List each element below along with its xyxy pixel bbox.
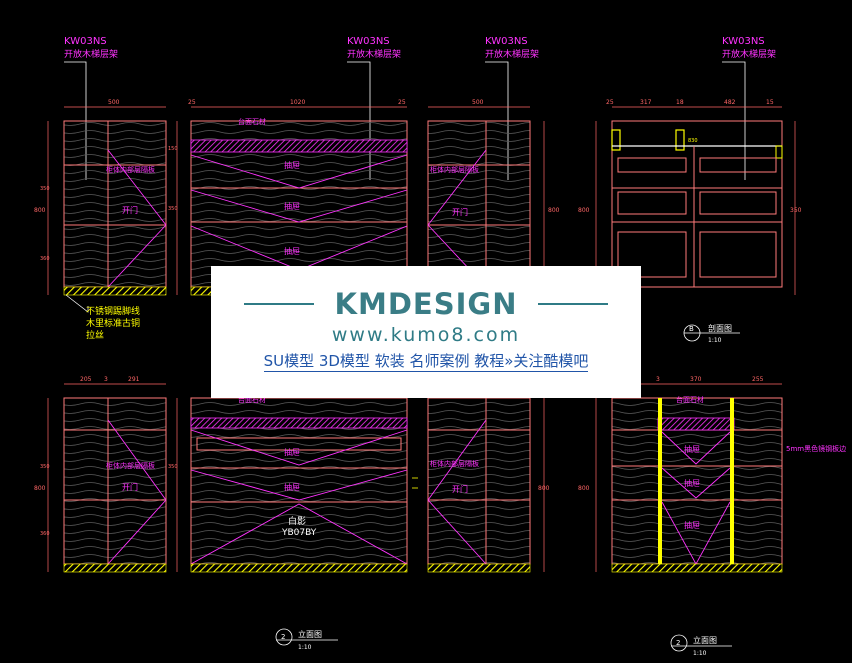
label-drawer-2: 抽屉 <box>684 478 700 488</box>
dim-291: 291 <box>128 376 140 383</box>
label-stone-top: 台面石材 <box>238 117 266 126</box>
label-drawer-1: 抽屉 <box>284 160 300 170</box>
elevation-title-right: 2 立面图 1:10 <box>670 634 732 657</box>
callout-code: KW03NS <box>485 36 528 47</box>
label-door: 开门 <box>122 482 138 492</box>
label-stone-top: 台面石材 <box>676 395 704 404</box>
top-elevation-left-cabinet: 柜体内部层隔板 开门 500 800 350 360 不锈钢踢脚线 木里标准古铜… <box>34 99 167 341</box>
dim-right: 25 <box>398 99 406 106</box>
dim-15: 15 <box>766 99 774 106</box>
dim-482: 482 <box>724 99 736 106</box>
dim-205: 205 <box>80 376 92 383</box>
dim-height: 800 <box>538 485 550 492</box>
note-skirting-1: 不锈钢踢脚线 <box>86 305 140 317</box>
watermark-tagline-text: SU模型 3D模型 软装 名师案例 教程»关注酷模吧 <box>263 352 589 372</box>
bottom-elevation-left-cabinet: 柜体内部层隔板 开门 205 3 291 800 350 360 <box>34 376 167 573</box>
dim-3: 3 <box>104 376 108 383</box>
watermark-banner: KMDESIGN www.kumo8.com SU模型 3D模型 软装 名师案例… <box>211 266 641 398</box>
top-elevation-right-cabinet: 柜体内部层隔板 开门 500 800 <box>427 99 560 295</box>
dim-317: 317 <box>640 99 652 106</box>
dim-height: 800 <box>34 207 46 214</box>
callout-top-4: KW03NS 开放木梯层架 <box>722 36 776 180</box>
dim-height: 800 <box>578 485 590 492</box>
dim-width: 500 <box>108 99 120 106</box>
dim-255: 255 <box>752 376 764 383</box>
label-drawer-2: 抽屉 <box>284 201 300 211</box>
elevation-title-left: 2 立面图 1:10 <box>275 628 338 651</box>
dim-mid: 350 <box>790 207 802 214</box>
label-drawer-1: 抽屉 <box>284 447 300 457</box>
dim-low: 360 <box>40 531 50 537</box>
dim-25: 25 <box>606 99 614 106</box>
label-inner-shelf: 柜体内部层隔板 <box>430 459 479 468</box>
label-drawer-3: 抽屉 <box>684 520 700 530</box>
callout-name: 开放木梯层架 <box>347 48 401 60</box>
dim-top: 150 <box>168 146 178 152</box>
paint-code: YB07BY <box>281 528 317 538</box>
label-door: 开门 <box>452 207 468 217</box>
note-skirting-2: 木里标准古铜 <box>86 317 140 329</box>
elev-right-number: 2 <box>676 639 680 647</box>
watermark-logo-row: KMDESIGN <box>211 286 641 322</box>
label-inner-shelf: 柜体内部层隔板 <box>106 165 155 174</box>
label-door: 开门 <box>452 484 468 494</box>
elev-right-scale: 1:10 <box>693 650 707 657</box>
section-b-drawing: 830 25 317 18 482 15 800 350 B 剖面图 1:10 <box>578 99 802 344</box>
dim-3: 3 <box>656 376 660 383</box>
callout-code: KW03NS <box>722 36 765 47</box>
watermark-logo: KMDESIGN <box>334 287 518 321</box>
section-b-number: B <box>689 325 694 333</box>
dim-width: 1020 <box>290 99 305 106</box>
top-elevation-drawer-cabinet: 台面石材 抽屉 抽屉 抽屉 1020 25 25 150 350 <box>168 99 408 296</box>
label-drawer-1: 抽屉 <box>684 444 700 454</box>
label-door: 开门 <box>122 205 138 215</box>
elev-left-title: 立面图 <box>298 629 322 639</box>
watermark-rule-left <box>244 303 314 305</box>
dim-low: 360 <box>40 256 50 262</box>
dim-height: 800 <box>578 207 590 214</box>
bottom-elevation-mirror-cabinet: 台面石材 抽屉 抽屉 抽屉 5mm黑色镜钢板边 3 370 255 800 <box>578 376 846 573</box>
note-skirting-3: 拉丝 <box>86 329 104 341</box>
watermark-rule-right <box>538 303 608 305</box>
label-stone-top: 台面石材 <box>238 395 266 404</box>
dim-mid: 350 <box>40 186 50 192</box>
label-drawer-2: 抽屉 <box>284 482 300 492</box>
watermark-url: www.kumo8.com <box>331 324 521 346</box>
dim-mid: 350 <box>168 206 178 212</box>
dim-370: 370 <box>690 376 702 383</box>
dim-mid: 350 <box>40 464 50 470</box>
dim-18: 18 <box>676 99 684 106</box>
section-b-scale: 1:10 <box>708 337 722 344</box>
paint-name: 白影 <box>288 515 306 527</box>
callout-name: 开放木梯层架 <box>485 48 539 60</box>
callout-name: 开放木梯层架 <box>64 48 118 60</box>
section-b-title: 剖面图 <box>708 323 732 333</box>
label-drawer-3: 抽屉 <box>284 246 300 256</box>
dim-mid: 350 <box>168 464 178 470</box>
callout-name: 开放木梯层架 <box>722 48 776 60</box>
note-mirror-edge: 5mm黑色镜钢板边 <box>786 444 846 453</box>
label-830: 830 <box>688 138 698 144</box>
dim-width: 500 <box>472 99 484 106</box>
elev-left-number: 2 <box>281 633 285 641</box>
elev-right-title: 立面图 <box>693 635 717 645</box>
label-inner-shelf: 柜体内部层隔板 <box>106 461 155 470</box>
callout-code: KW03NS <box>347 36 390 47</box>
bottom-elevation-right-cabinet: 柜体内部层隔板 开门 800 <box>427 397 550 573</box>
callout-code: KW03NS <box>64 36 107 47</box>
dim-height: 800 <box>34 485 46 492</box>
elev-left-scale: 1:10 <box>298 644 312 651</box>
dim-left: 25 <box>188 99 196 106</box>
dim-height: 800 <box>548 207 560 214</box>
label-inner-shelf: 柜体内部层隔板 <box>430 165 479 174</box>
bottom-elevation-drawer-cabinet: 台面石材 抽屉 抽屉 白影 YB07BY 350 <box>168 395 418 573</box>
watermark-tagline: SU模型 3D模型 软装 名师案例 教程»关注酷模吧 <box>211 350 641 372</box>
